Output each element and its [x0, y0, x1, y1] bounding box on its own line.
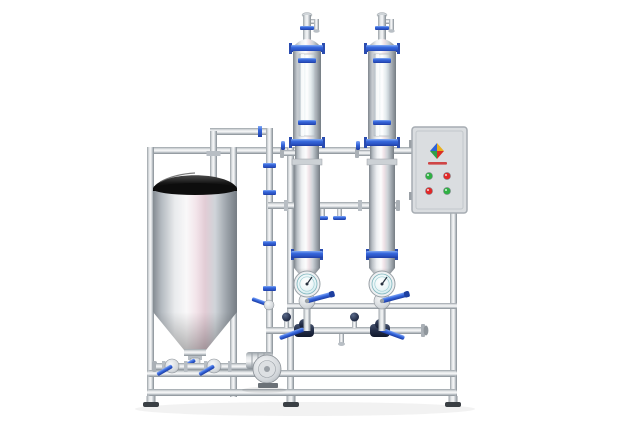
- control-panel: [409, 126, 468, 214]
- feed-tank: [153, 172, 237, 370]
- panel-logo: [428, 143, 447, 165]
- leveling-feet: [143, 396, 461, 407]
- suction-valve-2: [198, 358, 222, 376]
- floor-shadow: [135, 402, 475, 416]
- suction-line: [152, 358, 253, 376]
- return-line-valve: [251, 297, 275, 311]
- pump: [242, 352, 286, 393]
- suction-valve-1: [156, 358, 180, 376]
- indicator-lights: [425, 172, 451, 195]
